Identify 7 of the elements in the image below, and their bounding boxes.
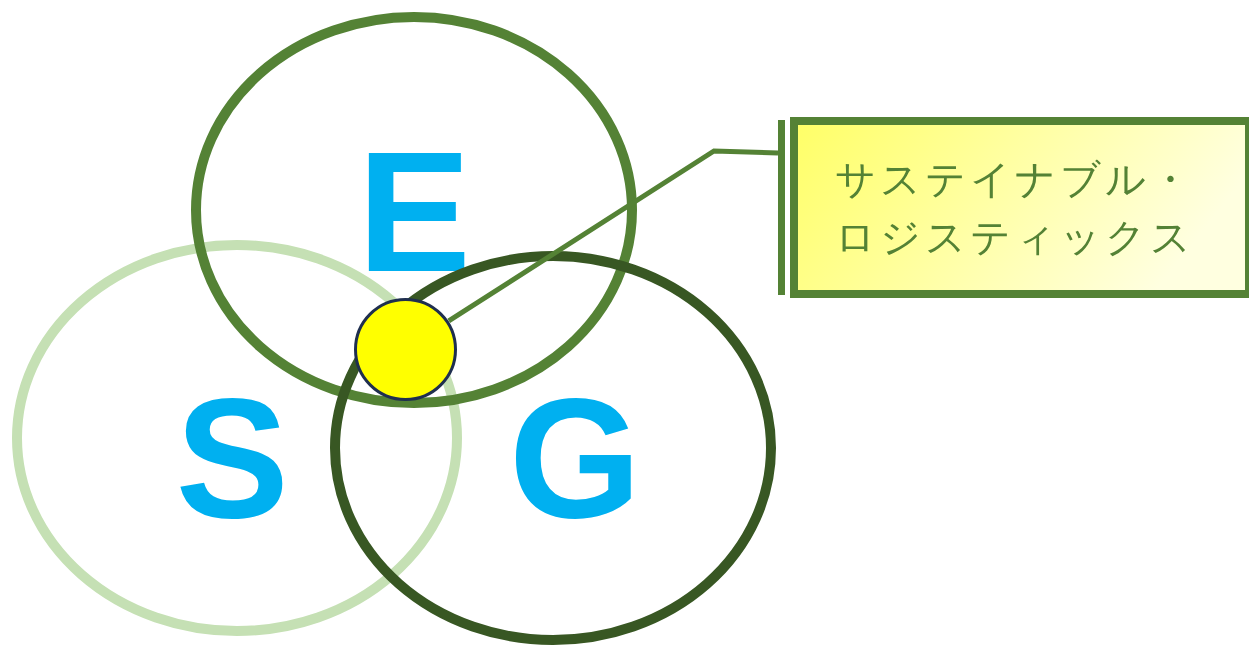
venn-letter: G <box>509 373 642 543</box>
intersection-circle <box>353 297 457 401</box>
venn-letter: S <box>175 373 289 543</box>
leader-line <box>447 148 779 324</box>
callout-text: サステイナブル・ロジスティックス <box>835 155 1196 262</box>
venn-letter: E <box>357 127 471 297</box>
callout-box <box>775 117 1249 298</box>
